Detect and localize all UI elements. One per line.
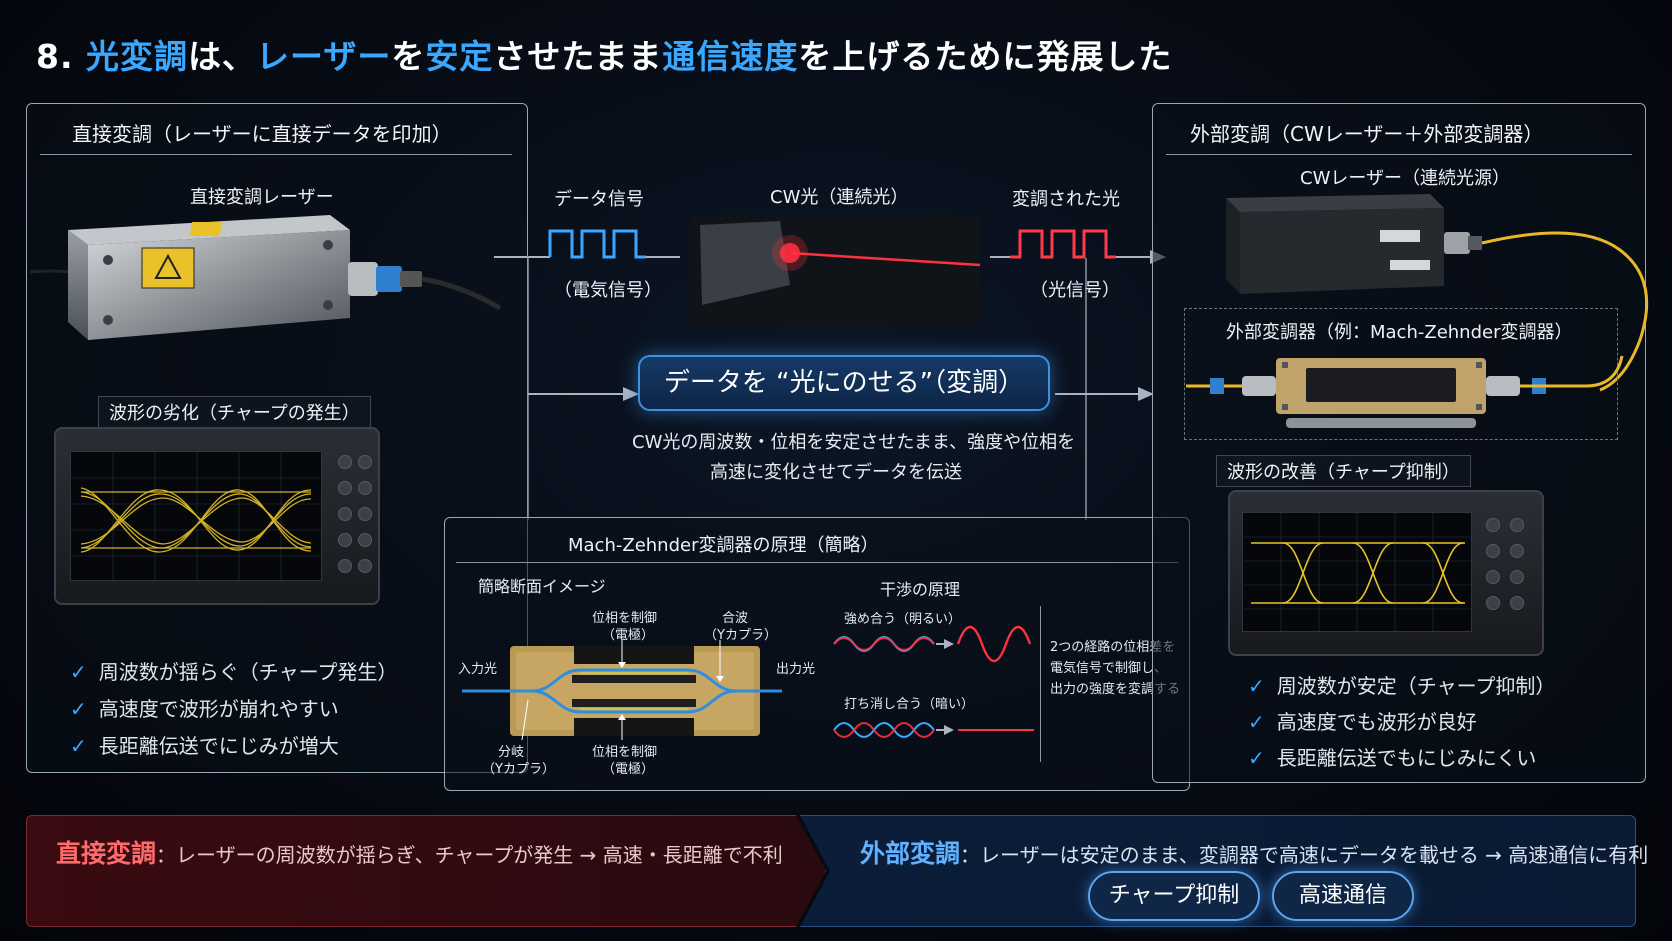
check-item: ✓周波数が安定（チャープ抑制） <box>1248 674 1556 698</box>
center-connectors <box>527 256 1154 520</box>
title-segment: させたまま <box>493 37 663 76</box>
divider <box>40 154 512 155</box>
external-modulator-label: 外部変調器（例：Mach-Zehnder変調器） <box>1226 322 1573 343</box>
data-signal-sub: （電気信号） <box>554 280 662 301</box>
title-highlight: レーザー <box>256 37 392 76</box>
modulation-desc-2: 高速に変化させてデータを伝送 <box>710 462 962 483</box>
combine-2: （Yカプラ） <box>704 628 777 643</box>
mz-note-2: 電気信号で制御し、 <box>1050 661 1168 676</box>
cw-light-label: CW光（連続光） <box>770 187 909 208</box>
mz-chip-image <box>462 640 782 740</box>
interference-waves <box>833 625 1034 738</box>
check-item: ✓高速度で波形が崩れやすい <box>70 697 339 721</box>
waveform-improvement-label: 波形の改善（チャープ抑制） <box>1216 455 1471 487</box>
mz-principle-title: Mach-Zehnder変調器の原理（簡略） <box>568 535 879 556</box>
title-segment: を上げるために発展した <box>798 37 1173 76</box>
modulated-light-label: 変調された光 <box>1012 189 1120 210</box>
check-item: ✓長距離伝送でにじみが増大 <box>70 734 339 758</box>
mz-note-1: 2つの経路の位相差を <box>1050 640 1176 655</box>
direct-summary-text: 直接変調：レーザーの周波数が揺らぎ、チャープが発生 → 高速・長距離で不利 <box>56 839 783 868</box>
title-number: 8. <box>36 37 74 76</box>
check-item: ✓長距離伝送でもにじみにくい <box>1248 746 1537 770</box>
cross-section-title: 簡略断面イメージ <box>478 577 606 596</box>
divider <box>1166 154 1632 155</box>
external-summary-text: 外部変調：レーザーは安定のまま、変調器で高速にデータを載せる → 高速通信に有利 <box>860 839 1649 868</box>
title-segment: は、 <box>188 37 256 76</box>
waveform-degradation-label: 波形の劣化（チャープの発生） <box>98 396 371 428</box>
modulation-pill: データを “光にのせる”（変調） <box>638 355 1050 411</box>
external-modulation-checklist: ✓周波数が安定（チャープ抑制） ✓高速度でも波形が良好 ✓長距離伝送でもにじみに… <box>1248 670 1555 778</box>
oscilloscope-screen <box>70 451 323 582</box>
input-light-label: 入力光 <box>458 662 498 677</box>
cw-laser-image <box>1226 194 1649 392</box>
direct-modulation-checklist: ✓周波数が揺らぐ（チャープ発生） ✓高速度で波形が崩れやすい ✓長距離伝送でにじ… <box>70 656 397 767</box>
direct-modulation-summary <box>26 815 826 927</box>
direct-modulation-title: 直接変調（レーザーに直接データを印加） <box>72 122 452 146</box>
check-item: ✓高速度でも波形が良好 <box>1248 710 1477 734</box>
external-modulator-image <box>1186 355 1624 428</box>
direct-laser-label: 直接変調レーザー <box>190 187 334 208</box>
check-item: ✓周波数が揺らぐ（チャープ発生） <box>70 660 398 684</box>
oscilloscope-screen <box>1242 512 1473 633</box>
destructive-label: 打ち消し合う（暗い） <box>844 697 975 712</box>
eye-diagram-degraded <box>71 452 323 582</box>
phase-ctrl-bot-1: 位相を制御 <box>592 745 658 760</box>
signal-flow-diagram <box>494 215 1166 325</box>
oscilloscope-right <box>1228 490 1544 656</box>
title-segment: を <box>391 37 426 76</box>
phase-ctrl-top-2: （電極） <box>602 628 655 643</box>
phase-ctrl-bot-2: （電極） <box>602 762 655 777</box>
interference-title: 干渉の原理 <box>880 580 961 599</box>
mz-note-3: 出力の強度を変調する <box>1050 682 1181 697</box>
external-modulation-title: 外部変調（CWレーザー＋外部変調器） <box>1190 122 1544 146</box>
eye-diagram-clean <box>1243 513 1473 633</box>
direct-laser-image <box>30 215 502 340</box>
modulation-desc-1: CW光の周波数・位相を安定させたまま、強度や位相を <box>632 432 1076 453</box>
phase-ctrl-top-1: 位相を制御 <box>592 611 658 626</box>
chirp-suppression-badge: チャープ抑制 <box>1088 871 1260 921</box>
divider <box>456 562 1178 563</box>
split-1: 分岐 <box>498 745 525 760</box>
oscilloscope-left <box>54 427 380 605</box>
modulator-box <box>1184 308 1618 440</box>
constructive-label: 強め合う（明るい） <box>844 612 962 627</box>
title-highlight: 安定 <box>425 37 494 76</box>
cw-source-label: CWレーザー（連続光源） <box>1300 168 1511 189</box>
page-title: 8. 光変調は、レーザーを安定させたまま通信速度を上げるために発展した <box>36 30 1172 78</box>
split-2: （Yカプラ） <box>482 762 555 777</box>
high-speed-badge: 高速通信 <box>1272 871 1414 921</box>
title-text: 光変調は、レーザーを安定させたまま通信速度を上げるために発展した <box>86 37 1172 76</box>
title-highlight: 光変調 <box>86 37 188 76</box>
modulated-light-sub: （光信号） <box>1030 280 1120 301</box>
output-light-label: 出力光 <box>776 662 816 677</box>
combine-1: 合波 <box>722 611 749 626</box>
mz-divider-vertical <box>1040 606 1041 762</box>
data-signal-label: データ信号 <box>554 189 644 210</box>
title-highlight: 通信速度 <box>662 37 799 76</box>
